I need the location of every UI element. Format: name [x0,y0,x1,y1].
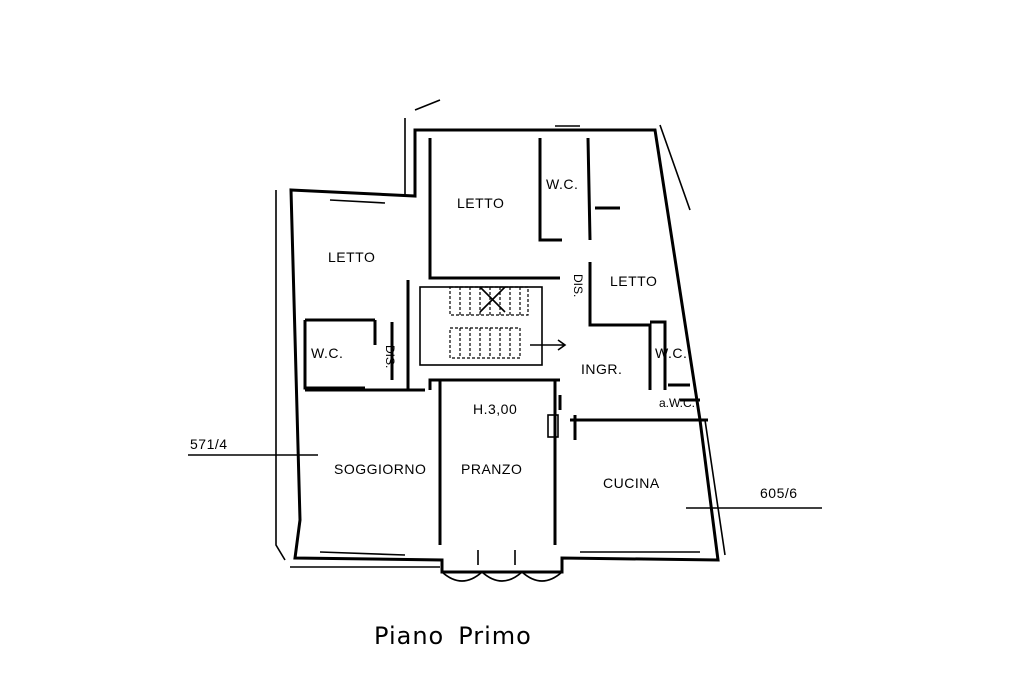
plan-title: Piano Primo [374,622,546,650]
window-marks [319,125,700,582]
room-wc-top: W.C. [546,176,578,192]
parcel-right: 605/6 [760,485,798,501]
room-soggiorno: SOGGIORNO [334,461,426,477]
room-letto-left: LETTO [328,249,375,265]
room-cucina: CUCINA [603,475,660,491]
room-awc: a.W.C. [659,396,695,410]
plan-title-word2: Primo [458,622,532,650]
room-height: H.3,00 [473,401,517,417]
room-dis-left: DIS. [383,345,397,368]
interior-walls [303,137,708,545]
outer-wall [289,128,720,574]
room-letto-top: LETTO [457,195,504,211]
door-sill [547,414,559,438]
plan-title-word1: Piano [374,622,445,650]
room-pranzo: PRANZO [461,461,522,477]
room-ingr: INGR. [581,361,622,377]
room-letto-right: LETTO [610,273,657,289]
staircase [419,286,567,366]
parcel-left: 571/4 [190,436,228,452]
room-wc-left: W.C. [311,345,343,361]
outer-wall-shadow [275,99,726,568]
room-wc-right: W.C. [655,345,687,361]
room-dis-top: DIS. [571,274,585,297]
